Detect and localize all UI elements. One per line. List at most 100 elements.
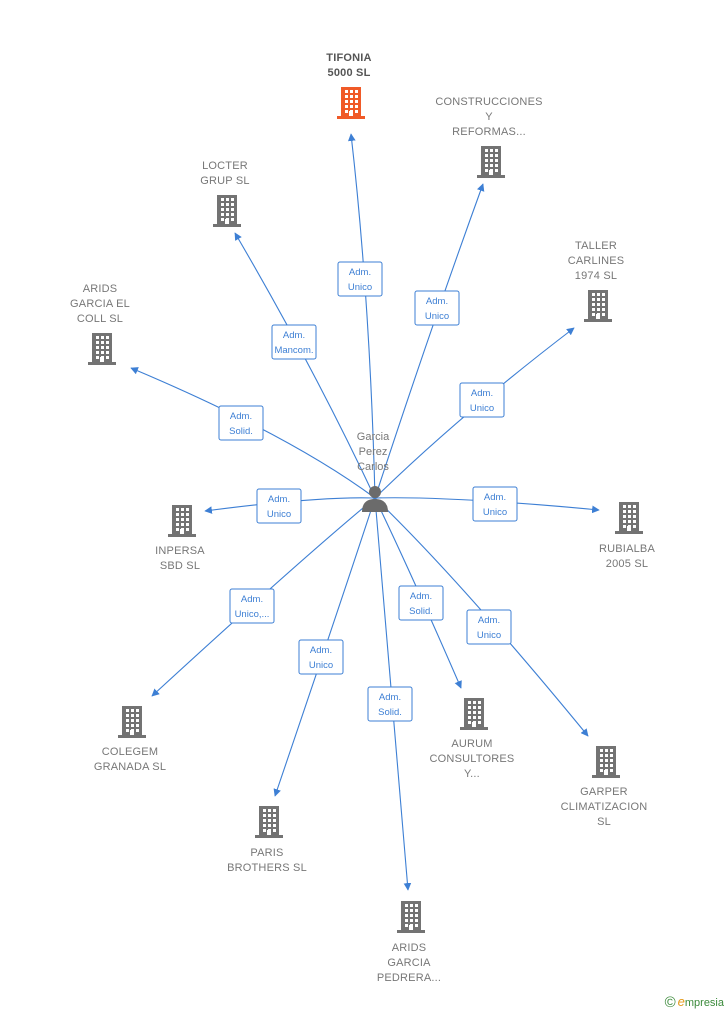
copyright-icon: © <box>664 994 676 1011</box>
role-badge-box <box>414 290 460 326</box>
company-label: SBD SL <box>160 560 200 572</box>
role-badge-box <box>367 686 413 722</box>
edge-layer <box>130 133 600 891</box>
role-badge-rubialba[interactable]: Adm.Unico <box>472 486 518 522</box>
role-text: Unico <box>470 403 494 414</box>
company-node-arids-pedrera[interactable]: ARIDSGARCIAPEDRERA... <box>377 901 441 984</box>
role-badge-garper[interactable]: Adm. Unico <box>466 609 512 645</box>
company-node-rubialba[interactable]: RUBIALBA 2005 SL <box>599 502 655 570</box>
role-text: Unico <box>348 282 372 293</box>
role-text: Unico <box>483 507 507 518</box>
role-badge-box <box>218 405 264 441</box>
company-label: TIFONIA <box>326 52 371 64</box>
role-badge-taller[interactable]: Adm. Unico <box>459 382 505 418</box>
company-node-aurum[interactable]: AURUM CONSULTORES Y... <box>430 698 515 780</box>
company-label: AURUM <box>451 738 492 750</box>
company-label: 2005 SL <box>606 558 648 570</box>
company-label: CONSULTORES <box>430 753 515 765</box>
role-badge-box <box>472 486 518 522</box>
role-badge-box <box>466 609 512 645</box>
role-text: Adm. <box>471 388 493 399</box>
building-icon <box>584 290 612 322</box>
company-label: REFORMAS... <box>452 126 526 138</box>
company-label: GRUP SL <box>200 175 250 187</box>
company-label: 5000 SL <box>328 67 371 79</box>
role-badge-arids-coll[interactable]: Adm.Solid. <box>218 405 264 441</box>
company-node-construcciones[interactable]: CONSTRUCCIONES Y REFORMAS... <box>435 96 542 178</box>
company-label: ARIDS <box>392 942 427 954</box>
role-text: Mancom. <box>274 345 313 356</box>
role-badge-box <box>337 261 383 297</box>
person-name: Garcia <box>357 431 390 443</box>
company-label: TALLER <box>575 240 617 252</box>
role-text: Adm. <box>241 594 263 605</box>
brand-initial: e <box>677 994 685 1009</box>
role-badge-inpersa[interactable]: Adm.Unico <box>256 488 302 524</box>
company-label: GRANADA SL <box>94 761 166 773</box>
role-text: Adm. <box>310 645 332 656</box>
company-label: 1974 SL <box>575 270 617 282</box>
company-label: COLL SL <box>77 313 123 325</box>
company-label: Y... <box>464 768 480 780</box>
company-label: GARPER <box>580 786 628 798</box>
role-badge-box <box>459 382 505 418</box>
role-text: Unico <box>477 630 501 641</box>
role-text: Adm. <box>379 692 401 703</box>
role-badge-box <box>398 585 444 621</box>
role-badge-box <box>229 588 275 624</box>
company-label: CONSTRUCCIONES <box>435 96 542 108</box>
role-text: Unico <box>425 311 449 322</box>
role-badge-box <box>271 324 317 360</box>
building-icon <box>615 502 643 534</box>
company-label: CLIMATIZACION <box>561 801 648 813</box>
building-icon <box>213 195 241 227</box>
relation-edge-arids-coll <box>130 367 376 499</box>
role-badge-arids-pedrera[interactable]: Adm.Solid. <box>367 686 413 722</box>
company-label: RUBIALBA <box>599 543 655 555</box>
role-badge-construcciones[interactable]: Adm.Unico <box>414 290 460 326</box>
role-layer: Adm.UnicoAdm.UnicoAdm.Mancom.Adm.UnicoAd… <box>218 261 518 722</box>
company-node-tifonia[interactable]: TIFONIA 5000 SL <box>326 52 372 119</box>
role-badge-locter[interactable]: Adm. Mancom. <box>271 324 317 360</box>
company-node-inpersa[interactable]: INPERSA SBD SL <box>155 505 205 572</box>
role-text: Adm. <box>478 615 500 626</box>
company-label: Y <box>485 111 493 123</box>
company-label: INPERSA <box>155 545 205 557</box>
role-text: Adm. <box>230 411 252 422</box>
company-label: ARIDS <box>83 283 118 295</box>
person-icon <box>362 486 388 512</box>
company-node-colegem[interactable]: COLEGEM GRANADA SL <box>94 706 166 773</box>
role-text: Adm. <box>268 494 290 505</box>
role-text: Adm. <box>349 267 371 278</box>
role-badge-box <box>298 639 344 675</box>
company-label: GARCIA <box>387 957 431 969</box>
building-icon <box>460 698 488 730</box>
role-text: Solid. <box>409 606 433 617</box>
relation-edge-garper <box>374 497 589 737</box>
role-badge-paris[interactable]: Adm. Unico <box>298 639 344 675</box>
relation-edge-paris <box>273 497 376 797</box>
relation-edge-construcciones <box>374 183 485 499</box>
building-icon <box>118 706 146 738</box>
role-text: Unico,... <box>235 609 270 620</box>
role-text: Adm. <box>283 330 305 341</box>
building-icon <box>477 146 505 178</box>
relation-edge-colegem <box>151 497 376 697</box>
role-badge-aurum[interactable]: Adm.Solid. <box>398 585 444 621</box>
role-badge-tifonia[interactable]: Adm. Unico <box>337 261 383 297</box>
building-icon <box>337 87 365 119</box>
relation-edge-tifonia <box>347 133 376 499</box>
company-label: COLEGEM <box>102 746 158 758</box>
role-badge-colegem[interactable]: Adm. Unico,... <box>229 588 275 624</box>
relation-edge-aurum <box>374 497 462 689</box>
brand-name: mpresia <box>684 997 724 1009</box>
empresia-brand[interactable]: ©empresia <box>665 994 724 1011</box>
role-text: Unico <box>309 660 333 671</box>
